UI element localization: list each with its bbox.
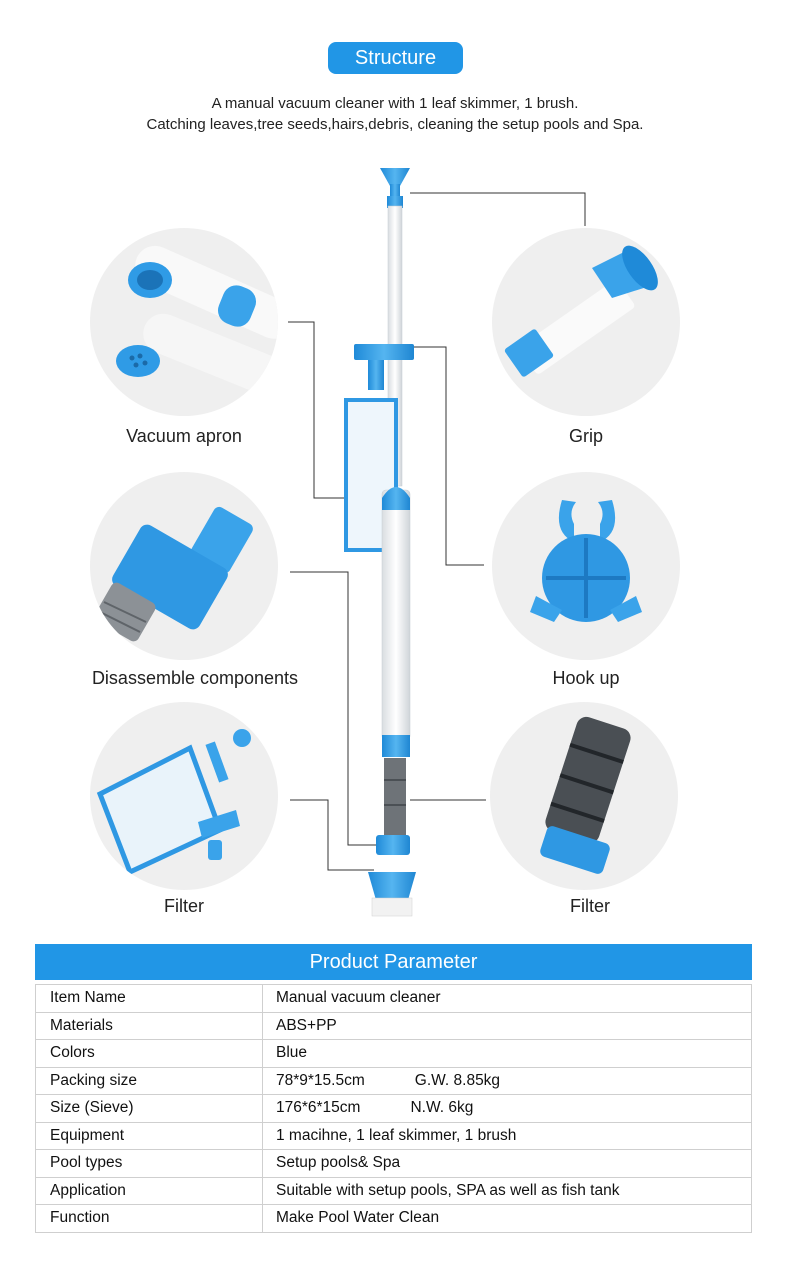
parameter-name: Pool types	[35, 1149, 263, 1178]
caption-filter-right: Filter	[570, 896, 610, 916]
parameter-name: Function	[35, 1204, 263, 1233]
subtitle-line-2: Catching leaves,tree seeds,hairs,debris,…	[146, 116, 644, 133]
parameter-extra: N.W. 6kg	[410, 1099, 474, 1117]
parameter-name: Colors	[35, 1039, 263, 1068]
table-row: Pool types Setup pools& Spa	[35, 1149, 752, 1178]
parameter-value: 176*6*15cm	[276, 1099, 361, 1117]
parameter-value: 1 macihne, 1 leaf skimmer, 1 brush	[276, 1126, 517, 1144]
parameter-value-cell: Manual vacuum cleaner	[262, 984, 752, 1013]
product-parameter-header: Product Parameter	[35, 944, 752, 980]
parameter-name: Packing size	[35, 1066, 263, 1095]
parameter-name: Item Name	[35, 984, 263, 1013]
parameter-value-cell: 176*6*15cm N.W. 6kg	[262, 1094, 752, 1123]
vacuum-cleaner-product	[344, 168, 416, 917]
parameter-value: Blue	[276, 1044, 308, 1062]
parameter-value: ABS+PP	[276, 1016, 337, 1034]
parameter-name: Equipment	[35, 1121, 263, 1150]
parameter-extra: G.W. 8.85kg	[414, 1071, 501, 1089]
disassemble-components-image	[90, 472, 278, 660]
caption-disassemble-components: Disassemble components	[91, 668, 299, 688]
parameter-name: Materials	[35, 1011, 263, 1040]
parameter-value-cell: 78*9*15.5cm G.W. 8.85kg	[262, 1066, 752, 1095]
parameter-value-cell: Setup pools& Spa	[262, 1149, 752, 1178]
structure-badge: Structure	[328, 42, 463, 74]
parameter-name: Size (Sieve)	[35, 1094, 263, 1123]
table-row: Colors Blue	[35, 1039, 752, 1068]
caption-vacuum-apron: Vacuum apron	[126, 426, 242, 446]
caption-hook-up: Hook up	[552, 668, 620, 688]
caption-filter-left: Filter	[164, 896, 204, 916]
parameter-value-cell: ABS+PP	[262, 1011, 752, 1040]
parameter-value-cell: Make Pool Water Clean	[262, 1204, 752, 1233]
grip-image	[492, 228, 680, 416]
parameter-name: Application	[35, 1176, 263, 1205]
parameter-value-cell: 1 macihne, 1 leaf skimmer, 1 brush	[262, 1121, 752, 1150]
table-row: Size (Sieve) 176*6*15cm N.W. 6kg	[35, 1094, 752, 1123]
parameter-value: Setup pools& Spa	[276, 1154, 401, 1172]
table-row: Item Name Manual vacuum cleaner	[35, 984, 752, 1013]
vacuum-apron-image	[90, 228, 278, 416]
parameter-value: Suitable with setup pools, SPA as well a…	[276, 1181, 620, 1199]
table-row: Application Suitable with setup pools, SP…	[35, 1176, 752, 1205]
parameter-value: 78*9*15.5cm	[276, 1071, 365, 1089]
table-row: Materials ABS+PP	[35, 1011, 752, 1040]
table-row: Equipment 1 macihne, 1 leaf skimmer, 1 br…	[35, 1121, 752, 1150]
parameter-value: Make Pool Water Clean	[276, 1209, 440, 1227]
hook-up-image	[492, 472, 680, 660]
filter-skimmer-image	[90, 702, 278, 890]
parameter-value: Manual vacuum cleaner	[276, 989, 441, 1007]
parameter-value-cell: Blue	[262, 1039, 752, 1068]
table-row: Function Make Pool Water Clean	[35, 1204, 752, 1233]
subtitle-line-1: A manual vacuum cleaner with 1 leaf skim…	[211, 95, 579, 112]
table-row: Packing size 78*9*15.5cm G.W. 8.85kg	[35, 1066, 752, 1095]
parameter-value-cell: Suitable with setup pools, SPA as well a…	[262, 1176, 752, 1205]
caption-grip: Grip	[568, 426, 603, 446]
filter-mesh-image	[490, 702, 678, 890]
